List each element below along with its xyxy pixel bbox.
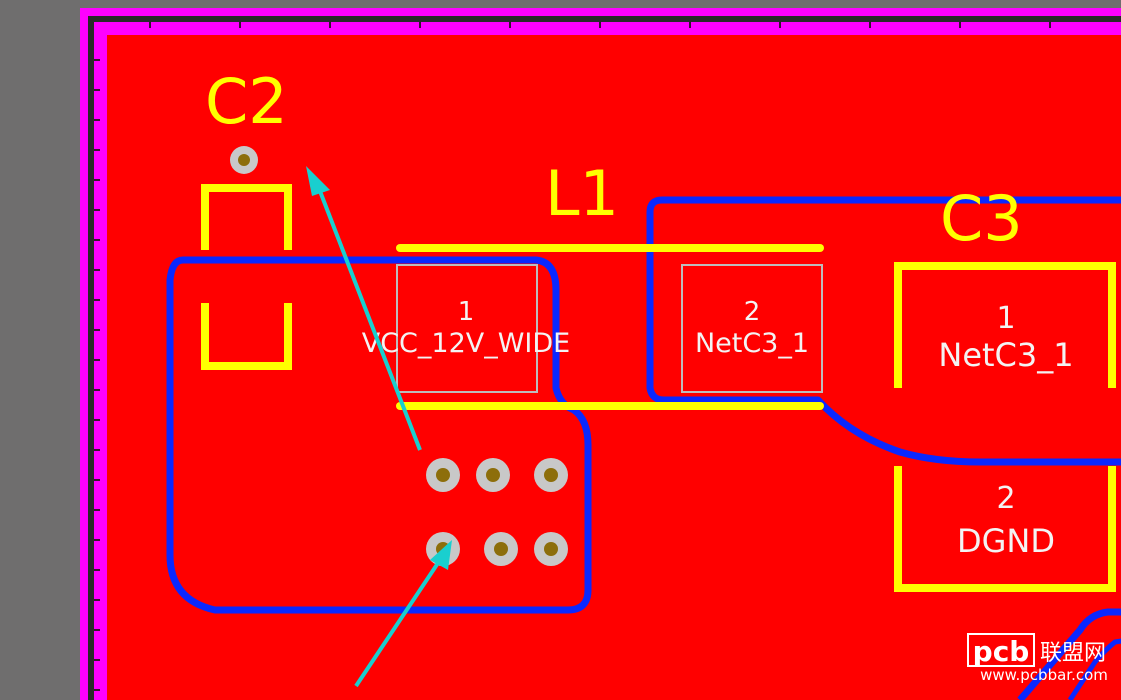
via[interactable] [484, 532, 518, 566]
via[interactable] [534, 532, 568, 566]
designator-c2[interactable]: C2 [205, 65, 288, 138]
via[interactable] [426, 458, 460, 492]
c3-pad-2[interactable]: 2 DGND [957, 481, 1055, 560]
c3-pad-1-net: NetC3_1 [938, 336, 1073, 374]
l1-pad-1-net: VCC_12V_WIDE [362, 328, 571, 359]
watermark-logo-box [967, 633, 1035, 667]
designator-l1[interactable]: L1 [545, 157, 619, 230]
watermark-url: www.pcbbar.com [980, 666, 1108, 684]
l1-pad-2-number: 2 [744, 297, 761, 327]
board-edge-ticks [94, 59, 100, 691]
c3-pad-1[interactable]: 1 NetC3_1 [938, 301, 1073, 374]
c3-pad-1-number: 1 [996, 301, 1015, 336]
c2-via-hole [238, 154, 250, 166]
c2-silk-bottom [201, 303, 292, 370]
l1-pad-1-number: 1 [458, 297, 475, 327]
watermark-cn: 联盟网 [1040, 641, 1106, 666]
board-edge-ticks-top [149, 22, 1051, 28]
c3-silk-bottom [894, 466, 1116, 592]
polygon-netc3-1[interactable] [646, 196, 1121, 466]
via[interactable] [476, 458, 510, 492]
c3-pad-2-number: 2 [996, 481, 1015, 516]
c2-silk-top [201, 184, 292, 250]
annotation-arrow-1 [306, 166, 422, 451]
via[interactable] [534, 458, 568, 492]
watermark: pcb 联盟网 www.pcbbar.com [967, 633, 1108, 684]
l1-pad-2[interactable]: 2 NetC3_1 [681, 264, 823, 393]
c3-silk-top [894, 262, 1116, 388]
polygon-dgnd-corner-2 [1067, 638, 1121, 700]
c3-pad-2-net: DGND [957, 522, 1055, 560]
l1-pad-1[interactable]: 1 VCC_12V_WIDE [362, 264, 571, 393]
l1-pad-2-net: NetC3_1 [695, 328, 809, 359]
designator-c3[interactable]: C3 [940, 182, 1023, 255]
polygon-dgnd-corner[interactable] [1017, 608, 1121, 700]
annotation-arrow-2 [354, 540, 452, 688]
watermark-logo: pcb [973, 635, 1030, 668]
polygon-vcc-12v-wide[interactable] [166, 256, 592, 614]
